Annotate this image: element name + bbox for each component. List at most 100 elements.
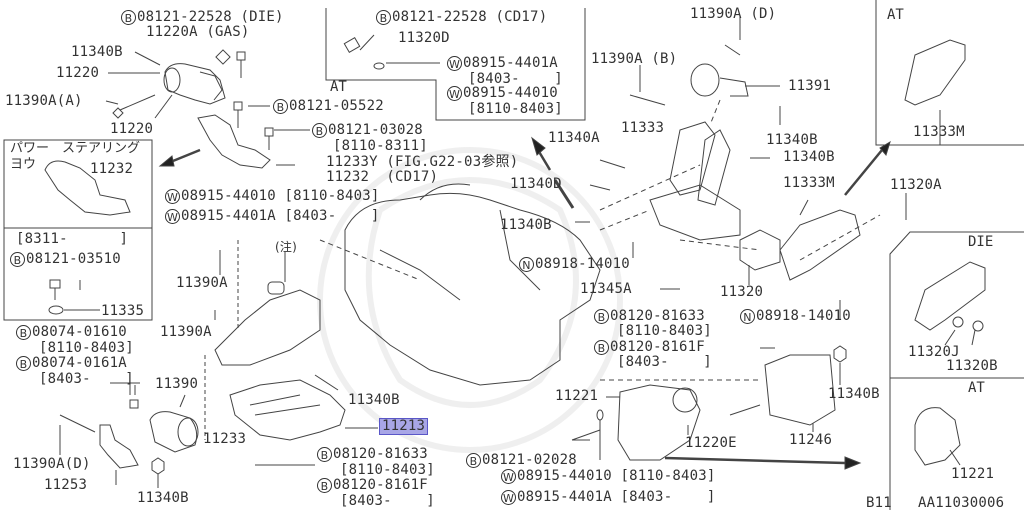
part-11340b[interactable]: 11340B bbox=[71, 44, 123, 60]
part-11333m[interactable]: 11333M bbox=[783, 175, 835, 191]
inset-title-at-center: AT bbox=[330, 79, 347, 95]
part-11213-highlighted[interactable]: 11213 bbox=[378, 418, 429, 435]
bolt-b-icon: B bbox=[594, 309, 609, 324]
date-range-8403-r: [8403- ] bbox=[617, 354, 712, 370]
part-11232-cd17[interactable]: 11232 (CD17) bbox=[326, 169, 439, 185]
inset-title-power-steering-2: ヨウ bbox=[10, 157, 37, 172]
part-11390a-a[interactable]: 11390A(A) bbox=[5, 93, 83, 109]
date-range-8403-at: [8403- ] bbox=[468, 71, 563, 87]
part-11221-inset[interactable]: 11221 bbox=[951, 466, 995, 482]
date-range-8110-8403: [8110-8403] bbox=[39, 340, 134, 356]
bolt-b-icon: B bbox=[466, 453, 481, 468]
part-11233y[interactable]: 11233Y (FIG.G22-03参照) bbox=[326, 154, 519, 170]
date-range-8110-8311: [8110-8311] bbox=[333, 138, 428, 154]
part-11335[interactable]: 11335 bbox=[101, 303, 145, 319]
part-11340b-bottom-left[interactable]: 11340B bbox=[137, 490, 189, 506]
bolt-b-icon: B bbox=[317, 447, 332, 462]
part-11340a[interactable]: 11340A bbox=[548, 130, 600, 146]
inset-title-at-bottom-right: AT bbox=[968, 380, 985, 396]
part-11390a-2[interactable]: 11390A bbox=[160, 324, 212, 340]
washer-w-icon: W bbox=[165, 209, 180, 224]
bolt-b-icon: B bbox=[594, 340, 609, 355]
part-11233[interactable]: 11233 bbox=[203, 431, 247, 447]
washer-w-icon: W bbox=[447, 86, 462, 101]
part-11390a-b[interactable]: 11390A (B) bbox=[591, 51, 678, 67]
part-11340b-center[interactable]: 11340B bbox=[348, 392, 400, 408]
part-11333m-inset[interactable]: 11333M bbox=[913, 124, 965, 140]
part-11220-lower[interactable]: 11220 bbox=[110, 121, 154, 137]
part-11340b-r3[interactable]: 11340B bbox=[500, 217, 552, 233]
nut-n-icon: N bbox=[519, 257, 534, 272]
part-11246[interactable]: 11246 bbox=[789, 432, 833, 448]
model-code: B11 bbox=[866, 495, 892, 510]
part-11253[interactable]: 11253 bbox=[44, 477, 88, 493]
bolt-b-icon: B bbox=[121, 10, 136, 25]
part-11390a-d[interactable]: 11390A (D) bbox=[690, 6, 777, 22]
washer-w-icon: W bbox=[165, 189, 180, 204]
date-range-8110-8403-at: [8110-8403] bbox=[468, 101, 563, 117]
date-range-8110-8403-r: [8110-8403] bbox=[617, 323, 712, 339]
part-11333[interactable]: 11333 bbox=[621, 120, 665, 136]
washer-w-icon: W bbox=[501, 490, 516, 505]
inset-title-at-top-right: AT bbox=[887, 7, 904, 23]
note-mark: (注) bbox=[275, 240, 297, 254]
date-range-8403: [8403- ] bbox=[39, 371, 134, 387]
part-11391[interactable]: 11391 bbox=[788, 78, 832, 94]
bolt-b-icon: B bbox=[16, 325, 31, 340]
part-11390a-d-left[interactable]: 11390A(D) bbox=[13, 456, 91, 472]
bolt-b-icon: B bbox=[312, 123, 327, 138]
bolt-b-icon: B bbox=[317, 478, 332, 493]
inset-title-power-steering: パワー ステアリング bbox=[10, 141, 141, 156]
part-11345a[interactable]: 11345A bbox=[580, 281, 632, 297]
part-11320b[interactable]: 11320B bbox=[946, 358, 998, 374]
bolt-b-icon: B bbox=[10, 252, 25, 267]
bolt-b-icon: B bbox=[376, 10, 391, 25]
part-11340b-r4[interactable]: 11340B bbox=[828, 386, 880, 402]
part-11232-inset[interactable]: 11232 bbox=[90, 161, 134, 177]
part-11320a[interactable]: 11320A bbox=[890, 177, 942, 193]
date-range-8110-8403-b: [8110-8403] bbox=[340, 462, 435, 478]
part-11340b-r1[interactable]: 11340B bbox=[766, 132, 818, 148]
date-range-8311: [8311- ] bbox=[16, 231, 129, 247]
part-11390a[interactable]: 11390A bbox=[176, 275, 228, 291]
part-11221[interactable]: 11221 bbox=[555, 388, 599, 404]
part-11320[interactable]: 11320 bbox=[720, 284, 764, 300]
washer-w-icon: W bbox=[447, 56, 462, 71]
nut-n-icon: N bbox=[740, 309, 755, 324]
washer-w-icon: W bbox=[501, 469, 516, 484]
part-11320j[interactable]: 11320J bbox=[908, 344, 960, 360]
inset-title-die: DIE bbox=[968, 234, 994, 250]
part-11220[interactable]: 11220 bbox=[56, 65, 100, 81]
part-11340d[interactable]: 11340D bbox=[510, 176, 562, 192]
part-11390[interactable]: 11390 bbox=[155, 376, 199, 392]
part-11220e[interactable]: 11220E bbox=[685, 435, 737, 451]
part-11320d[interactable]: 11320D bbox=[398, 30, 450, 46]
bolt-b-icon: B bbox=[16, 356, 31, 371]
bolt-b-icon: B bbox=[273, 99, 288, 114]
part-11340b-r2[interactable]: 11340B bbox=[783, 149, 835, 165]
part-11220a-gas[interactable]: 11220A (GAS) bbox=[146, 24, 250, 40]
figure-code: AA11030006 bbox=[918, 495, 1005, 510]
